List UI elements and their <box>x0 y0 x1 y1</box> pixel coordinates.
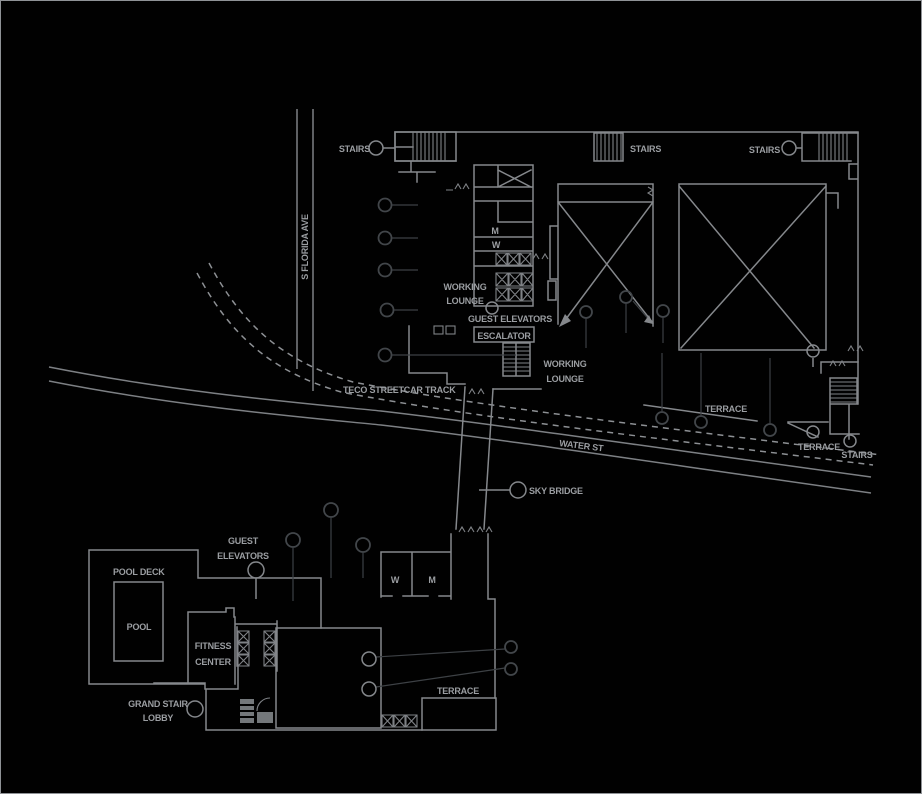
open-to-below-room-1 <box>547 183 655 327</box>
stair-top-middle <box>593 132 624 162</box>
stairs-top-right-marker <box>781 140 797 156</box>
break-mark-room1 <box>646 186 655 197</box>
structural-columns <box>285 197 777 697</box>
lower-building <box>88 533 497 731</box>
break-marks-bridge-bottom <box>458 525 493 533</box>
sky-bridge-marker <box>509 481 527 499</box>
guest-elevators-lower-marker <box>247 561 265 579</box>
water-st-road-edges <box>48 366 872 494</box>
stairs-top-right-label: STAIRS <box>749 145 780 155</box>
terrace-upper-label: TERRACE <box>705 404 747 414</box>
break-mark-core <box>446 182 470 191</box>
grand-stair-lobby-marker <box>186 700 204 718</box>
pool-rect <box>113 581 164 662</box>
terrace-right-label: TERRACE <box>798 442 840 452</box>
restroom-w-lower-label: W <box>391 575 400 585</box>
pool-label: POOL <box>127 622 152 632</box>
upper-building-outline <box>394 131 859 405</box>
break-mark-room2-corner <box>847 344 864 352</box>
service-elevator-boxes <box>495 252 534 302</box>
break-marks-bridge-top <box>468 387 485 395</box>
stairs-right-marker <box>843 434 857 448</box>
restroom-m-lower-label: M <box>428 575 435 585</box>
lower-building-columns <box>285 502 518 697</box>
core-rooms <box>473 164 534 307</box>
terrace-lower-rect <box>421 697 497 731</box>
s-florida-ave-street-lines <box>296 109 314 391</box>
stair-top-right <box>801 132 859 162</box>
open-to-below-room-2 <box>677 183 839 367</box>
stair-top-left <box>394 131 457 162</box>
terrace-right-marker <box>806 425 820 439</box>
terrace-columns <box>655 353 777 437</box>
working-lounge-marker <box>485 301 499 315</box>
escalator-block <box>473 326 535 377</box>
escalator-label: ESCALATOR <box>477 331 531 341</box>
upper-building <box>394 131 860 440</box>
stairs-top-left-label: STAIRS <box>339 144 370 154</box>
column-marker-circle <box>806 344 820 358</box>
restroom-w-upper-label: W <box>492 240 501 250</box>
stairs-top-left-marker <box>368 140 384 156</box>
upper-building-south-west-walls <box>408 325 542 390</box>
break-mark-core-right <box>532 252 549 260</box>
streets <box>48 109 882 494</box>
restroom-m-upper-label: M <box>491 226 498 236</box>
teco-streetcar-track-label: TECO STREETCAR TRACK <box>343 385 456 395</box>
lower-elevator-boxes <box>237 630 418 728</box>
sky-bridge-label: SKY BRIDGE <box>529 486 583 496</box>
escalator-label-box <box>473 326 535 343</box>
pool-deck-label: POOL DECK <box>113 567 165 577</box>
terrace-lower-label: TERRACE <box>437 686 479 696</box>
stair-right-side <box>820 361 860 440</box>
interior-columns <box>579 290 670 348</box>
stairs-right-label: STAIRS <box>841 450 872 460</box>
lower-building-walls <box>88 533 496 731</box>
swing-arrow-1 <box>559 314 571 327</box>
grand-stair-treads <box>240 697 273 723</box>
big-room <box>275 627 382 729</box>
guest-elevators-upper-label: GUEST ELEVATORS <box>468 314 552 324</box>
label-markers <box>186 140 864 718</box>
s-florida-ave-label: S FLORIDA AVE <box>300 214 310 280</box>
stairs-top-middle-label: STAIRS <box>630 144 661 154</box>
teco-streetcar-track-lines <box>196 262 882 466</box>
sky-bridge-structure <box>455 386 494 533</box>
break-mark-right-stair <box>829 359 846 367</box>
west-facade-columns <box>377 197 516 363</box>
